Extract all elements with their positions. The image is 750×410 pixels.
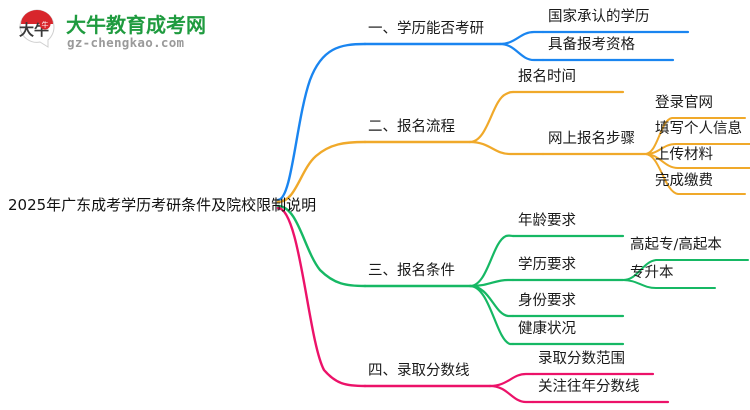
branch-3-connector [276,204,749,346]
branch-node-1[interactable]: 一、学历能否考研 [368,21,484,37]
node-luqu-fenshu-fanwei[interactable]: 录取分数范围 [538,351,625,367]
site-logo[interactable]: 大牛 牛 大牛教育成考网 gz-chengkao.com [14,6,206,58]
node-guojia-chengren-xueli[interactable]: 国家承认的学历 [548,9,650,25]
node-wangshang-baoming-buzhou[interactable]: 网上报名步骤 [548,131,635,147]
mindmap-root-node[interactable]: 2025年广东成考学历考研条件及院校限制说明 [8,196,317,214]
node-zhuanshengben[interactable]: 专升本 [630,265,674,281]
logo-brand-url: gz-chengkao.com [67,35,185,50]
branch-node-4[interactable]: 四、录取分数线 [368,363,470,379]
branch-1-connector [276,30,690,202]
logo-badge-icon: 大牛 牛 [19,9,55,48]
branch-node-2[interactable]: 二、报名流程 [368,119,455,135]
branch-4-connector [276,206,670,404]
node-denglu-guanwang[interactable]: 登录官网 [655,95,713,111]
node-gaoqizhuan-gaoqiben[interactable]: 高起专/高起本 [630,237,722,253]
node-shenfen-yaoqiu[interactable]: 身份要求 [518,293,576,309]
logo-brand-name: 大牛教育成考网 [66,13,206,37]
node-shangchuan-cailiao[interactable]: 上传材料 [655,147,713,163]
svg-text:牛: 牛 [42,20,49,29]
node-tianxie-geren-xinxi[interactable]: 填写个人信息 [655,121,742,137]
node-baoming-shijian[interactable]: 报名时间 [518,69,576,85]
branch-2-connector [276,90,750,204]
node-nianling-yaoqiu[interactable]: 年龄要求 [518,213,576,229]
branch-node-3[interactable]: 三、报名条件 [368,263,455,279]
node-jiankang-zhuangkuang[interactable]: 健康状况 [518,321,576,337]
node-xueli-yaoqiu[interactable]: 学历要求 [518,257,576,273]
node-jubei-baokao-zige[interactable]: 具备报考资格 [548,37,635,53]
node-wancheng-jiaofei[interactable]: 完成缴费 [655,173,713,189]
node-guanzhu-wangnian-fenshuxian[interactable]: 关注往年分数线 [538,379,640,395]
